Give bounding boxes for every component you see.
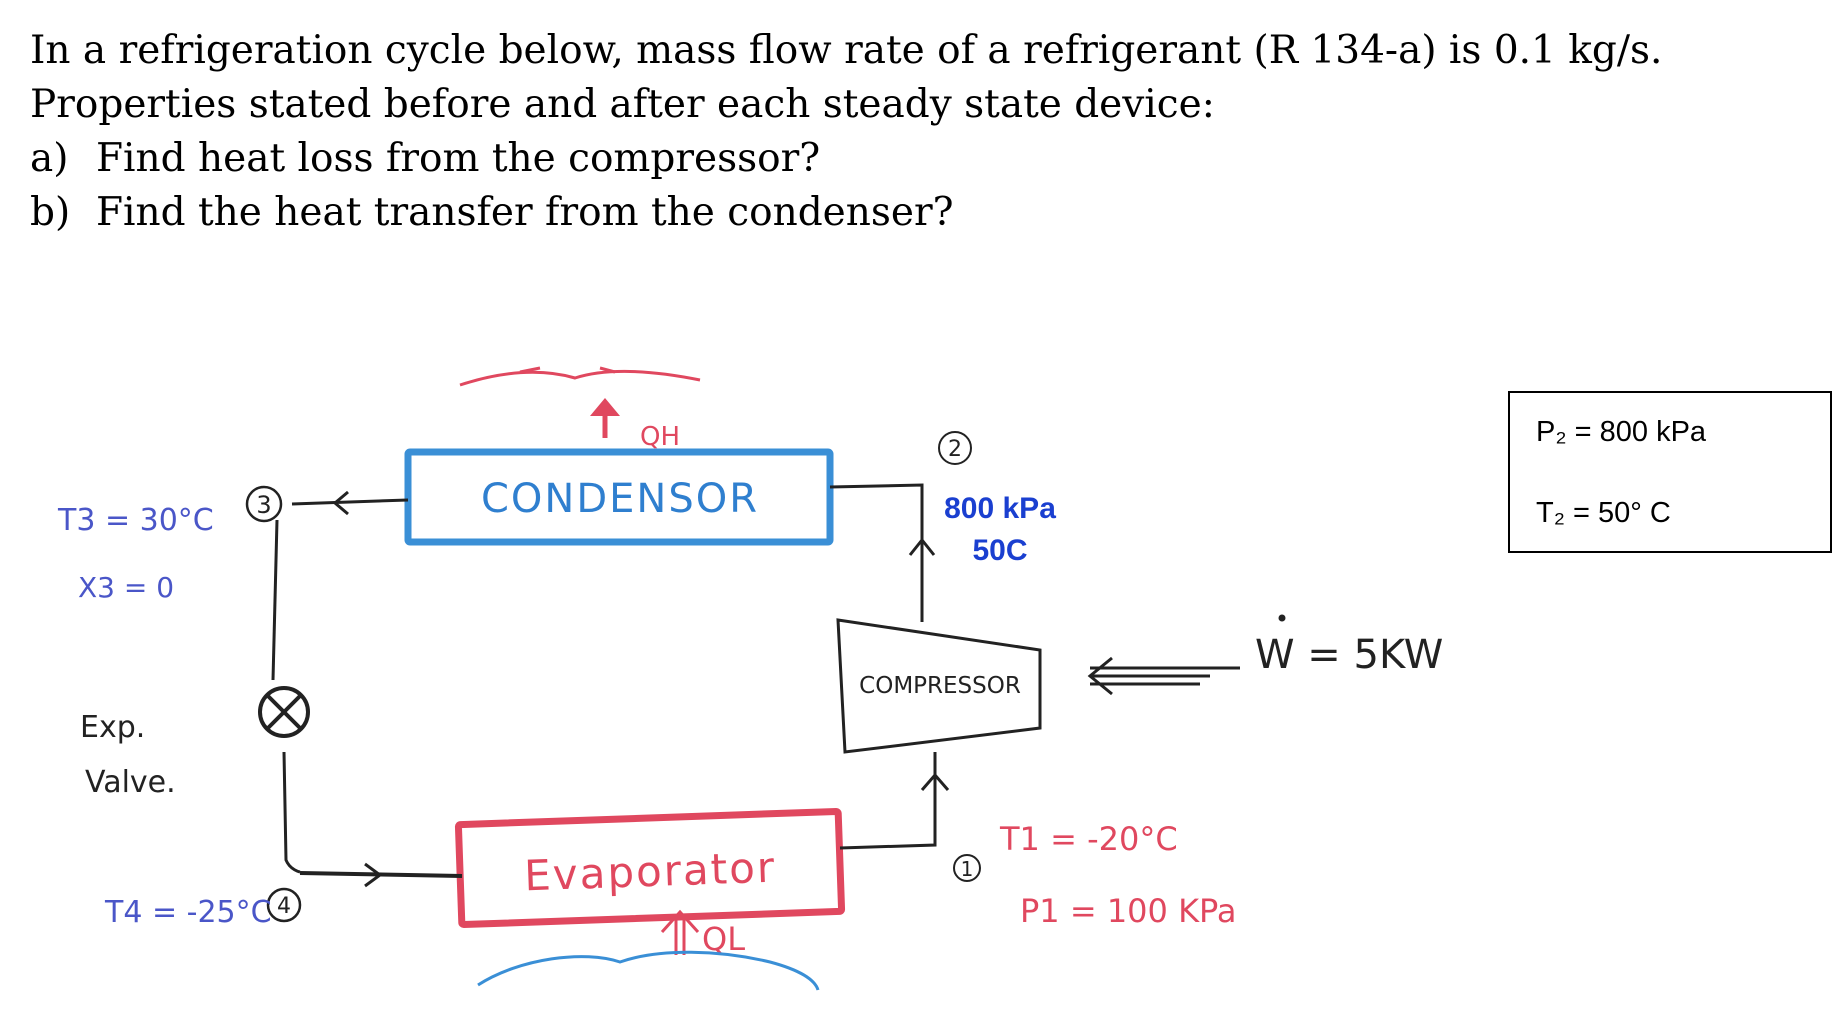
expansion-valve-icon bbox=[258, 686, 310, 738]
cloud-scribble-top bbox=[459, 370, 701, 387]
flow-arrow-1 bbox=[920, 772, 950, 791]
svg-text:2: 2 bbox=[948, 437, 962, 462]
valve-label-line-2: Valve. bbox=[85, 765, 176, 800]
condenser-label: CONDENSOR bbox=[481, 476, 759, 522]
condenser-box bbox=[404, 448, 834, 546]
state3-quality: X3 = 0 bbox=[78, 571, 174, 604]
given-p2: P₂ = 800 kPa bbox=[1536, 416, 1707, 448]
question-b: b) Find the heat transfer from the conde… bbox=[30, 186, 1662, 240]
problem-line-2: Properties stated before and after each … bbox=[30, 82, 1215, 127]
heat-high-arrow bbox=[590, 398, 620, 438]
svg-text:4: 4 bbox=[277, 894, 291, 919]
flow-arrow-4 bbox=[364, 862, 383, 888]
pipe-3-to-valve bbox=[271, 519, 279, 681]
state1-pressure: P1 = 100 KPa bbox=[1020, 892, 1237, 930]
evaporator-label: Evaporator bbox=[523, 843, 776, 901]
state-node-2: 2 bbox=[938, 431, 972, 465]
question-b-mark: b) bbox=[30, 190, 71, 235]
state-node-4: 4 bbox=[266, 887, 302, 923]
question-b-text: Find the heat transfer from the condense… bbox=[96, 190, 954, 235]
cloud-scribble-top-2 bbox=[519, 366, 616, 374]
valve-label-line-1: Exp. bbox=[80, 710, 145, 745]
state-node-1: 1 bbox=[953, 854, 981, 882]
question-a: a) Find heat loss from the compressor? bbox=[30, 132, 1662, 186]
pipe-evaporator-to-compressor bbox=[839, 752, 937, 850]
heat-low-arrow bbox=[660, 909, 700, 955]
cloud-scribble-bottom bbox=[477, 950, 820, 991]
question-a-text: Find heat loss from the compressor? bbox=[96, 136, 821, 181]
flow-arrow-2 bbox=[908, 537, 936, 556]
state4-temperature: T4 = -25°C bbox=[104, 895, 272, 930]
problem-line-1: In a refrigeration cycle below, mass flo… bbox=[30, 28, 1663, 73]
work-rate-dot bbox=[1278, 614, 1286, 622]
state2-pressure-blue: 800 kPa bbox=[944, 492, 1056, 525]
work-arrow bbox=[1087, 656, 1240, 696]
problem-statement: In a refrigeration cycle below, mass flo… bbox=[30, 24, 1662, 240]
work-label: W = 5KW bbox=[1255, 632, 1443, 678]
given-t2: T₂ = 50° C bbox=[1536, 497, 1671, 529]
heat-high-label: QH bbox=[640, 422, 680, 452]
state1-temperature: T1 = -20°C bbox=[999, 820, 1178, 858]
compressor-label: COMPRESSOR bbox=[859, 673, 1021, 699]
question-a-mark: a) bbox=[30, 136, 69, 181]
compressor-shape bbox=[836, 618, 1042, 754]
given-properties-box: P₂ = 800 kPa T₂ = 50° C bbox=[1508, 391, 1832, 553]
flow-arrow-3 bbox=[332, 490, 349, 516]
svg-text:1: 1 bbox=[961, 857, 974, 881]
state2-temperature-blue: 50C bbox=[972, 534, 1027, 567]
svg-text:3: 3 bbox=[256, 491, 271, 519]
pipe-condenser-to-3 bbox=[291, 498, 409, 506]
state3-temperature: T3 = 30°C bbox=[57, 503, 214, 538]
pipe-valve-to-4 bbox=[282, 751, 301, 874]
state-node-3: 3 bbox=[245, 485, 283, 523]
pipe-compressor-to-condenser bbox=[829, 483, 924, 622]
